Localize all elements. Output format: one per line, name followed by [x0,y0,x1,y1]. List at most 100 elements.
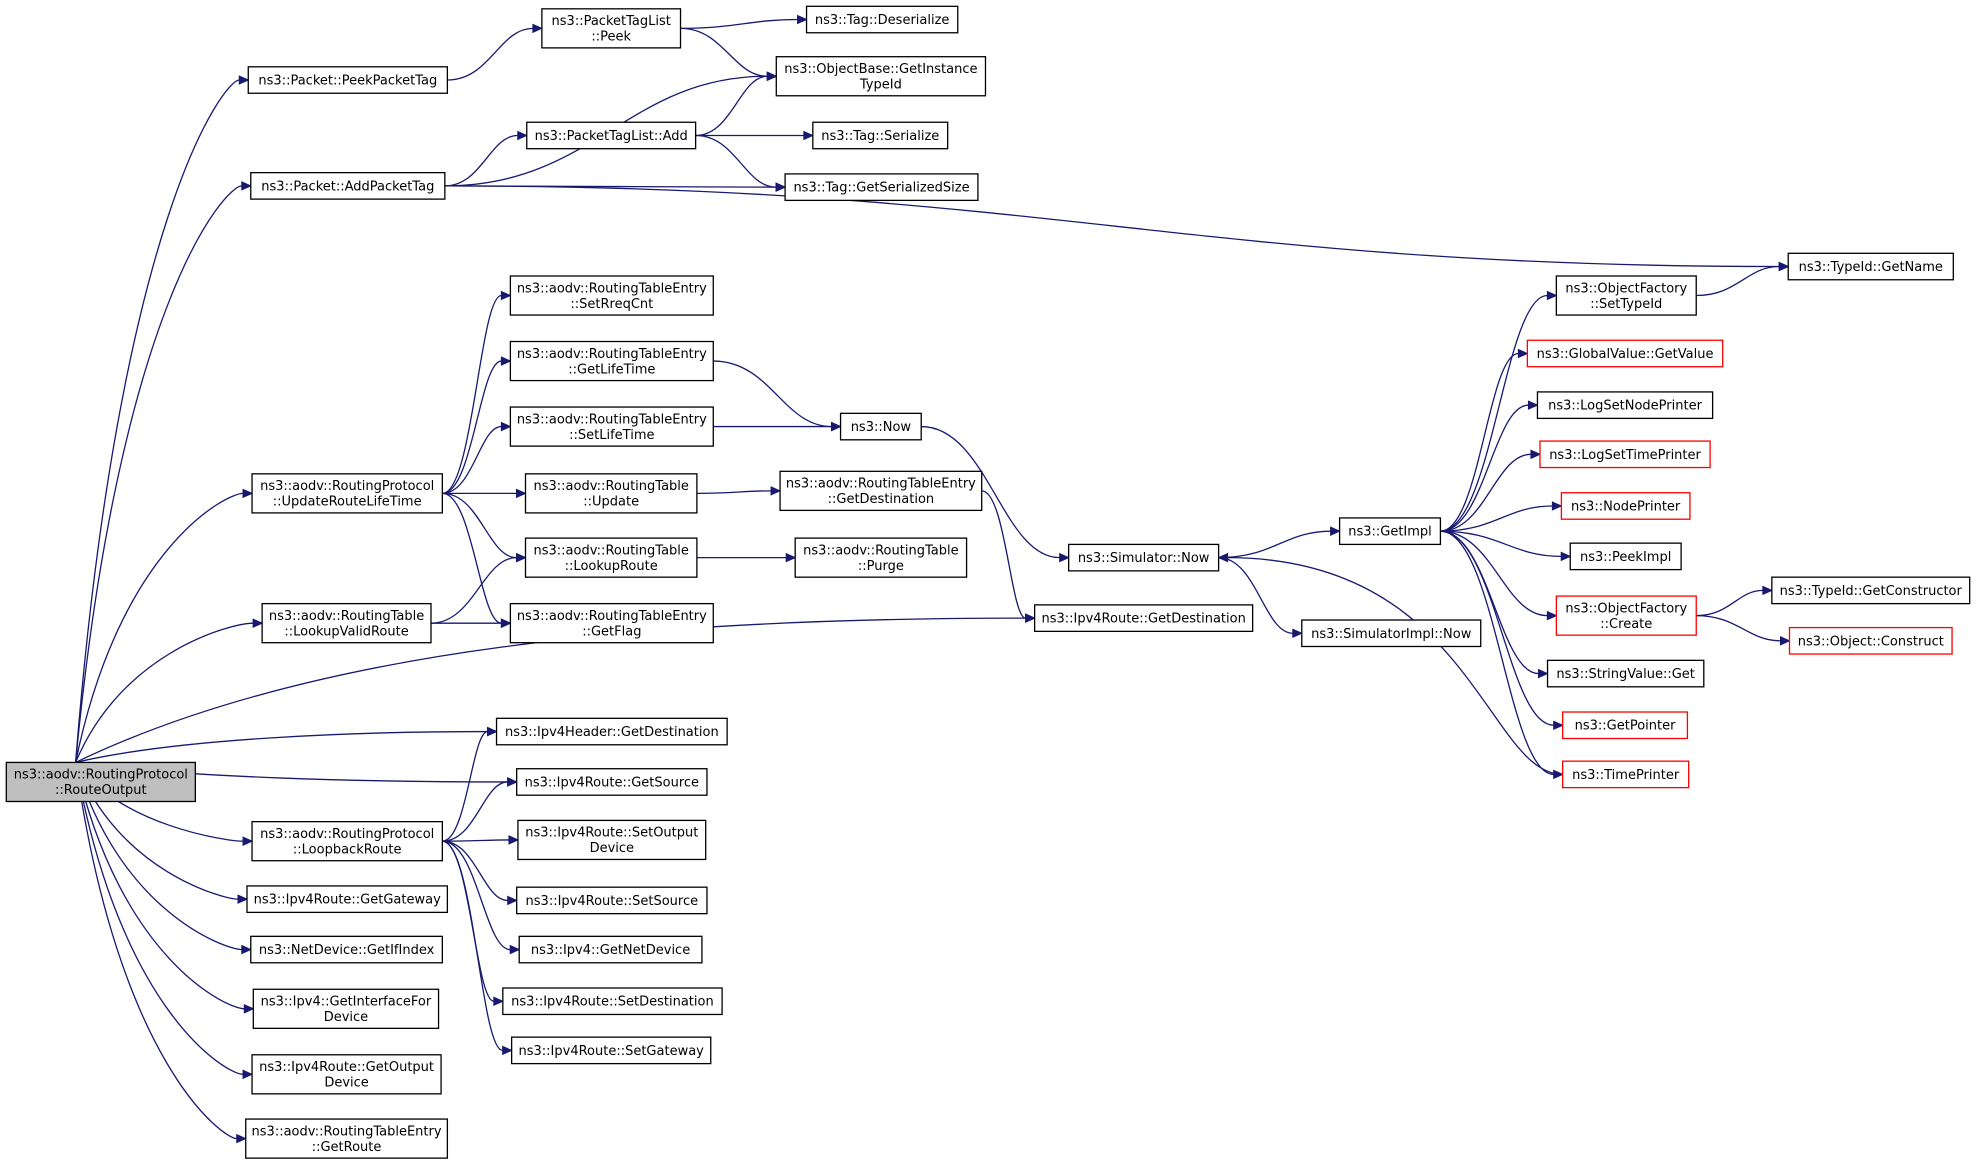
edge-lookupValidRoute-to-rtLookupRoute [430,552,527,624]
node-tagGetSerializedSize[interactable]: ns3::Tag::GetSerializedSize [784,173,979,202]
node-label: ns3::LogSetTimePrinter [1549,448,1701,463]
node-box [1539,440,1711,469]
node-packetTagListPeek[interactable]: ns3::PacketTagList::Peek [541,8,682,49]
node-box [1788,626,1953,655]
node-getPointer[interactable]: ns3::GetPointer [1562,711,1689,740]
node-simulatorImplNow[interactable]: ns3::SimulatorImpl::Now [1301,619,1482,648]
node-now[interactable]: ns3::Now [839,412,922,441]
node-label: ns3::aodv::RoutingTableEntry [786,477,976,492]
edge-getImpl-to-logSetTimePrinter [1440,449,1542,532]
node-root[interactable]: ns3::aodv::RoutingProtocol::RouteOutput [5,761,196,803]
node-label: ns3::aodv::RoutingTable [803,543,958,558]
node-lookupValidRoute[interactable]: ns3::aodv::RoutingTable::LookupValidRout… [261,602,432,644]
node-box [1301,619,1482,648]
node-label: ::Update [583,495,639,510]
node-timePrinter[interactable]: ns3::TimePrinter [1562,760,1690,789]
edge-lookupValidRoute-to-rteGetFlag [430,618,512,628]
edge-root-to-lookupValidRoute [75,618,264,763]
node-ipv4RouteSetSource[interactable]: ns3::Ipv4Route::SetSource [516,886,708,915]
node-stringValueGet[interactable]: ns3::StringValue::Get [1546,659,1705,688]
node-peekImpl[interactable]: ns3::PeekImpl [1569,542,1682,571]
node-box [251,473,443,514]
node-label: ns3::Simulator::Now [1078,551,1210,566]
node-label: ns3::ObjectFactory [1565,601,1687,616]
node-packetTagListAdd[interactable]: ns3::PacketTagList::Add [526,121,697,150]
node-getImpl[interactable]: ns3::GetImpl [1338,517,1442,546]
node-label: ::RouteOutput [55,783,147,798]
node-label: ns3::aodv::RoutingTable [269,609,424,624]
node-typeIdGetConstructor[interactable]: ns3::TypeId::GetConstructor [1771,576,1971,605]
node-updateRouteLifeTime[interactable]: ns3::aodv::RoutingProtocol::UpdateRouteL… [251,473,443,514]
node-label: ::UpdateRouteLifeTime [273,495,422,510]
node-ipv4HeaderGetDestination[interactable]: ns3::Ipv4Header::GetDestination [495,717,728,746]
node-rtPurge[interactable]: ns3::aodv::RoutingTable::Purge [794,537,968,578]
node-ipv4RouteSetGateway[interactable]: ns3::Ipv4Route::SetGateway [510,1036,712,1065]
node-label: ns3::LogSetNodePrinter [1548,399,1702,414]
node-ipv4RouteGetSource[interactable]: ns3::Ipv4Route::GetSource [516,768,708,796]
node-objectFactorySetTypeId[interactable]: ns3::ObjectFactory::SetTypeId [1555,275,1697,316]
edge-root-to-updateRouteLifeTime [74,488,254,763]
edge-root-to-rteGetRoute [74,762,247,1144]
node-simulatorNow[interactable]: ns3::Simulator::Now [1068,543,1220,572]
node-label: ns3::Ipv4Route::GetGateway [254,893,441,908]
node-objectFactoryCreate[interactable]: ns3::ObjectFactory::Create [1555,595,1697,636]
node-rteSetRreqCnt[interactable]: ns3::aodv::RoutingTableEntry::SetRreqCnt [509,275,714,316]
node-ipv4RouteGetGateway[interactable]: ns3::Ipv4Route::GetGateway [246,885,449,914]
edge-root-to-ipv4GetInterfaceForDevice [74,762,255,1014]
node-rteSetLifeTime[interactable]: ns3::aodv::RoutingTableEntry::SetLifeTim… [509,406,714,447]
node-label: ::GetLifeTime [568,362,655,377]
node-ipv4RouteSetDestination[interactable]: ns3::Ipv4Route::SetDestination [502,987,723,1016]
node-logSetTimePrinter[interactable]: ns3::LogSetTimePrinter [1539,440,1711,469]
node-rteGetFlag[interactable]: ns3::aodv::RoutingTableEntry::GetFlag [509,602,714,644]
node-ipv4GetNetDevice[interactable]: ns3::Ipv4::GetNetDevice [518,935,703,964]
edge-getImpl-to-objectFactorySetTypeId [1440,290,1558,532]
node-peekPacketTag[interactable]: ns3::Packet::PeekPacketTag [247,66,449,94]
edge-now-to-simulatorNow [921,425,1070,563]
node-rteGetRoute[interactable]: ns3::aodv::RoutingTableEntry::GetRoute [245,1118,449,1159]
edge-getImpl-to-logSetNodePrinter [1440,400,1539,532]
node-box [1562,711,1689,740]
node-box [1771,576,1971,605]
node-globalValueGetValue[interactable]: ns3::GlobalValue::GetValue [1526,339,1724,368]
edge-updateRouteLifeTime-to-rteGetFlag [442,492,512,628]
node-label: ::LoopbackRoute [293,842,402,857]
node-rteGetDestination[interactable]: ns3::aodv::RoutingTableEntry::GetDestina… [779,470,983,512]
node-label: ns3::GetPointer [1575,719,1676,734]
node-label: ns3::SimulatorImpl::Now [1311,627,1472,642]
edge-loopbackRoute-to-ipv4RouteSetGateway [442,840,513,1056]
node-typeIdGetName[interactable]: ns3::TypeId::GetName [1787,252,1954,281]
node-tagDeserialize[interactable]: ns3::Tag::Deserialize [805,5,959,34]
node-netDeviceGetIfIndex[interactable]: ns3::NetDevice::GetIfIndex [250,935,443,964]
edge-rteGetLifeTime-to-now [713,360,842,432]
node-label: ns3::Ipv4Route::GetDestination [1041,612,1245,627]
node-label: ns3::Ipv4::GetNetDevice [531,943,690,958]
node-tagSerialize[interactable]: ns3::Tag::Serialize [812,121,949,150]
node-ipv4RouteGetDestination[interactable]: ns3::Ipv4Route::GetDestination [1033,604,1254,633]
node-objectConstruct[interactable]: ns3::Object::Construct [1788,626,1953,655]
node-label: ns3::GetImpl [1348,525,1432,540]
node-box [510,1036,712,1065]
node-nodePrinter[interactable]: ns3::NodePrinter [1560,492,1691,520]
node-rteGetLifeTime[interactable]: ns3::aodv::RoutingTableEntry::GetLifeTim… [509,340,714,382]
edge-loopbackRoute-to-ipv4HeaderGetDestination [442,726,498,842]
node-logSetNodePrinter[interactable]: ns3::LogSetNodePrinter [1536,391,1714,420]
node-box [812,121,949,150]
node-label: ns3::Ipv4Route::SetDestination [511,995,714,1010]
edge-loopbackRoute-to-ipv4RouteSetSource [442,840,518,906]
node-label: ns3::aodv::RoutingProtocol [260,827,434,842]
node-rtUpdate[interactable]: ns3::aodv::RoutingTable::Update [524,473,698,514]
node-box [252,988,440,1029]
node-rtLookupRoute[interactable]: ns3::aodv::RoutingTable::LookupRoute [524,537,698,578]
node-label: ns3::Tag::Serialize [821,129,939,144]
node-loopbackRoute[interactable]: ns3::aodv::RoutingProtocol::LoopbackRout… [251,821,443,862]
node-addPacketTag[interactable]: ns3::Packet::AddPacketTag [250,171,446,200]
node-label: ns3::NodePrinter [1571,499,1681,514]
node-label: ::GetRoute [312,1140,382,1155]
node-label: ns3::PacketTagList [552,14,671,29]
edge-loopbackRoute-to-ipv4RouteGetSource [442,777,518,842]
